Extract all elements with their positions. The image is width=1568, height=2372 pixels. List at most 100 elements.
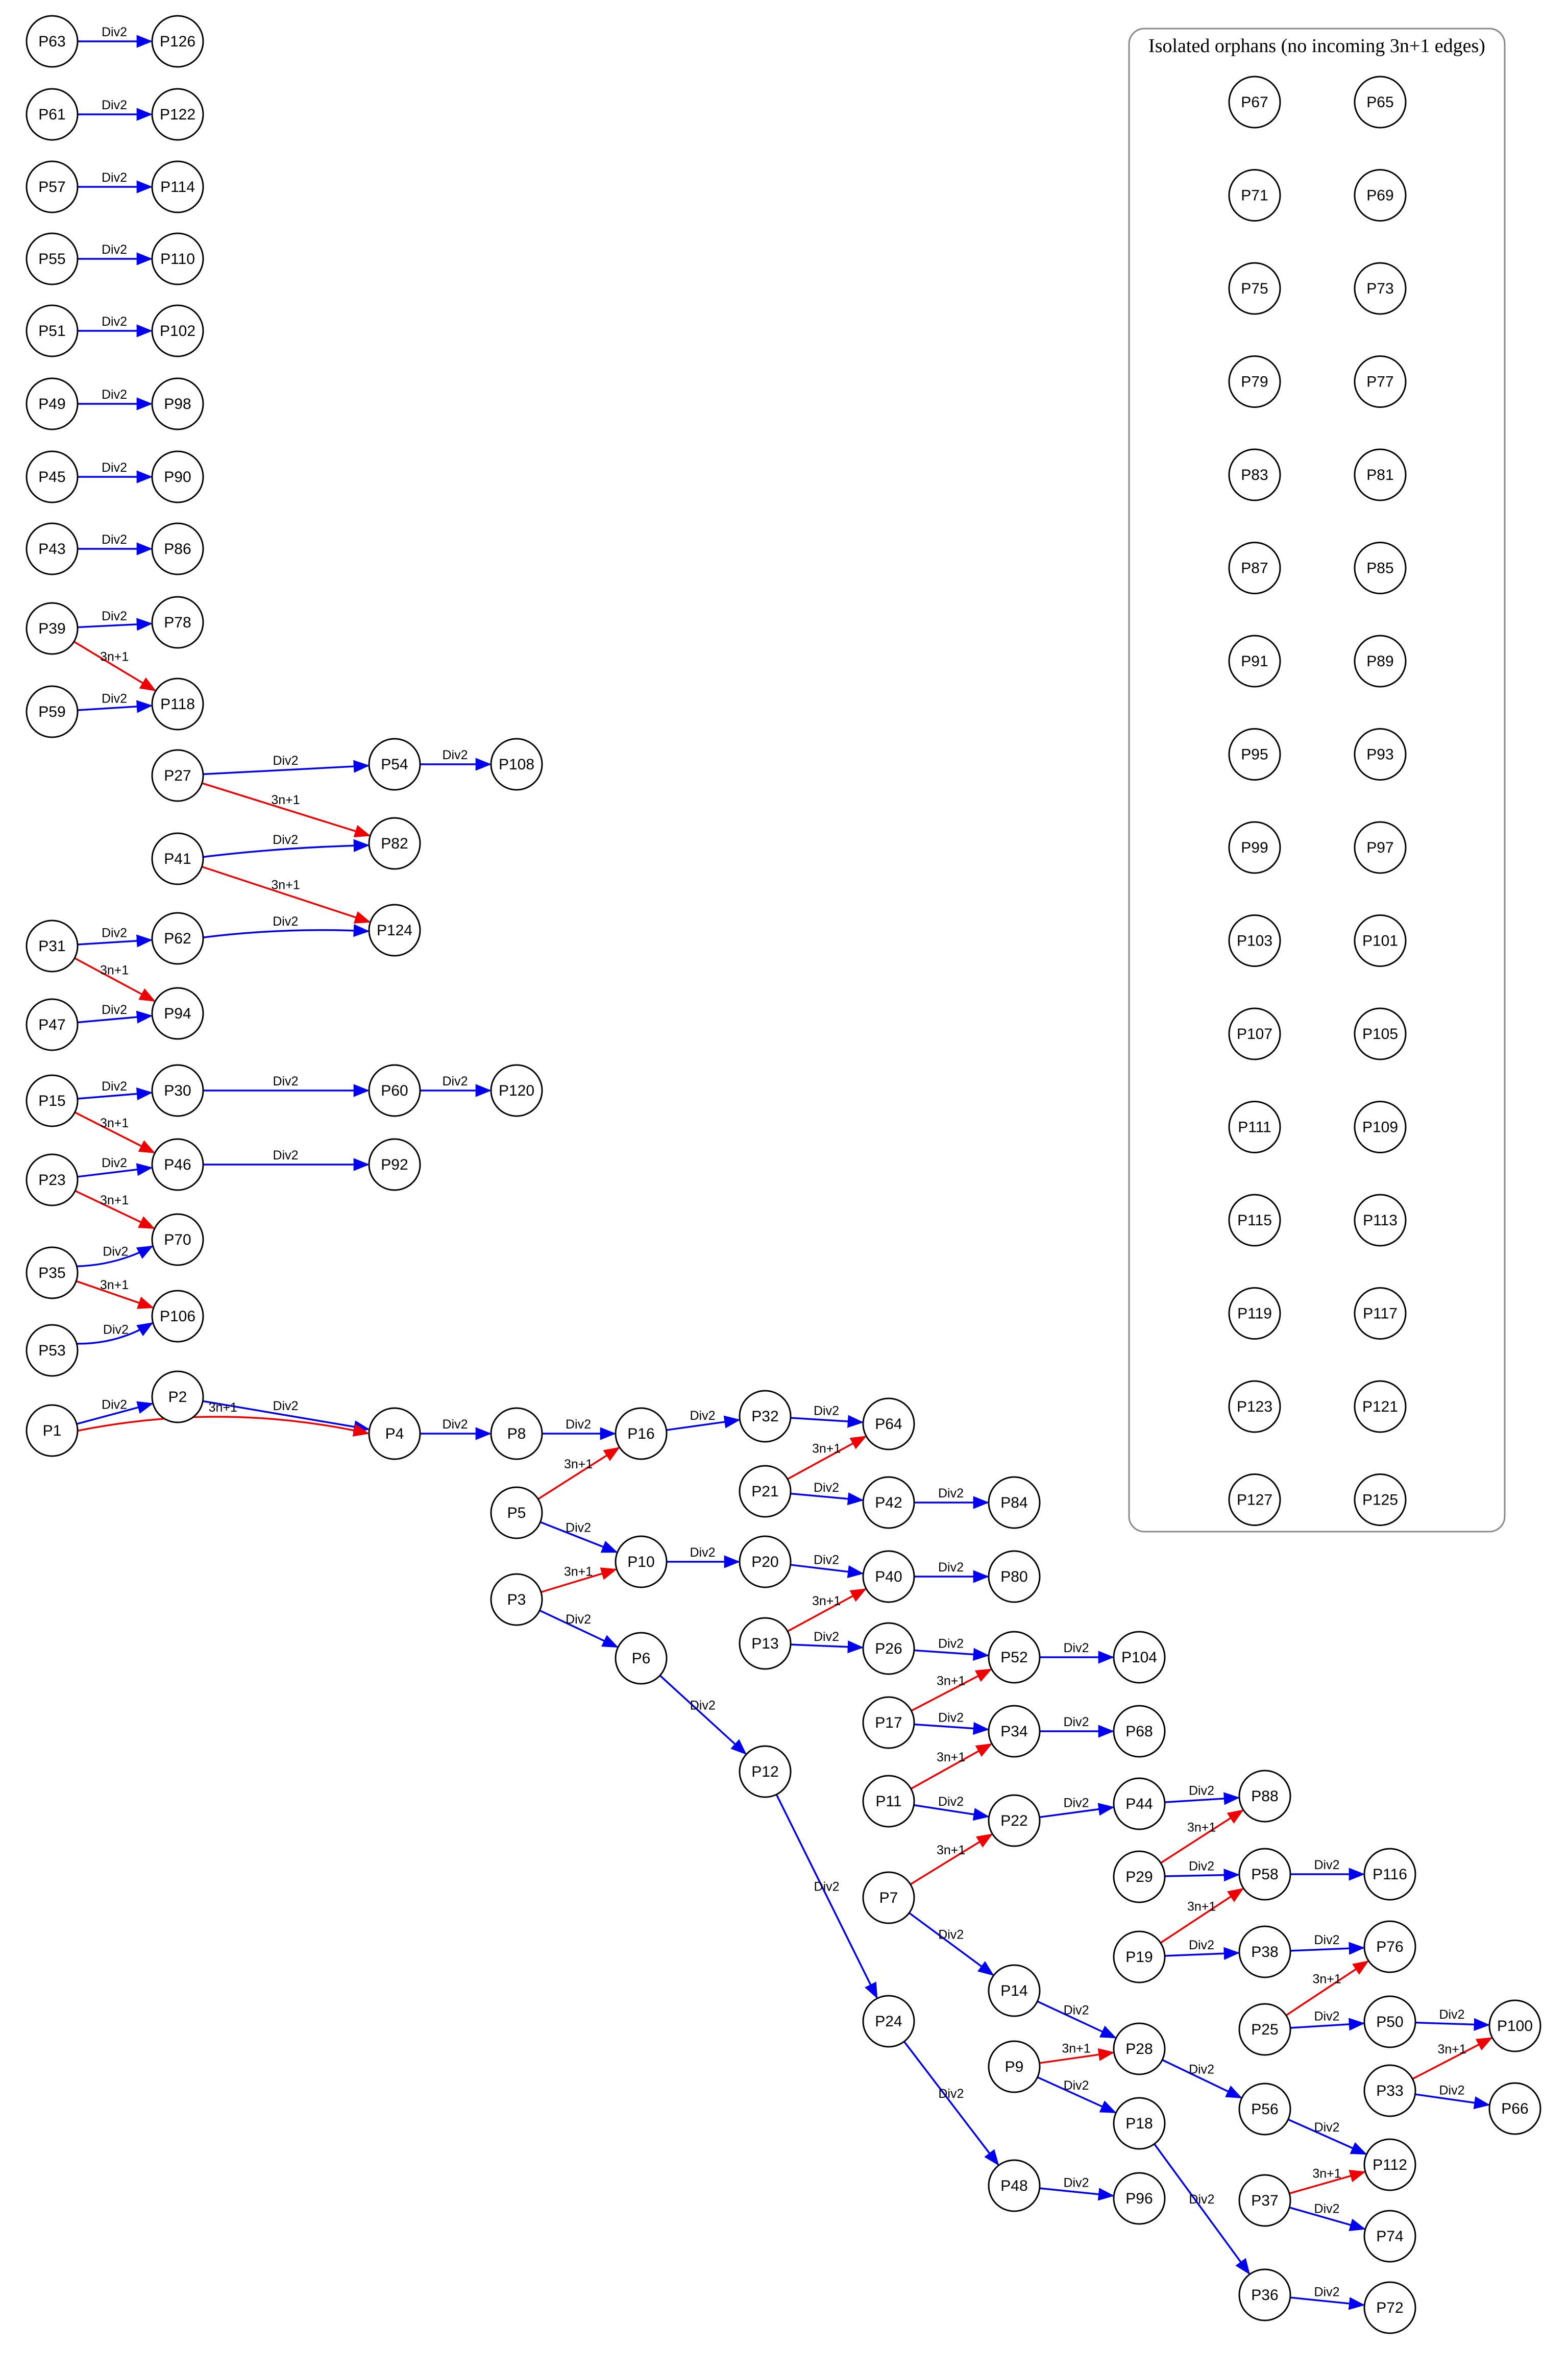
edge-label: Div2 xyxy=(1189,2192,1214,2207)
edge-label: Div2 xyxy=(690,1545,715,1560)
edge-p6-p12: Div2 xyxy=(659,1675,747,1755)
node-circle xyxy=(1113,1850,1166,1903)
edge-label: Div2 xyxy=(442,1417,468,1432)
node-label: P11 xyxy=(875,1793,901,1810)
node-p9: P9 xyxy=(988,2040,1041,2093)
node-circle xyxy=(1354,76,1407,129)
edge-line xyxy=(910,1743,993,1790)
node-circle xyxy=(1113,1705,1166,1758)
node-circle xyxy=(739,1390,792,1443)
edge-label: Div2 xyxy=(814,1481,839,1495)
edge-p27-p82: 3n+1 xyxy=(202,782,371,838)
node-p82: P82 xyxy=(368,817,421,870)
edge-line xyxy=(75,1190,155,1229)
node-p45: P45 xyxy=(26,450,79,503)
node-label: P29 xyxy=(1125,1869,1153,1885)
node-p34: P34 xyxy=(988,1705,1041,1758)
node-circle xyxy=(151,1138,204,1191)
edge-label: Div2 xyxy=(1189,1938,1214,1952)
node-circle xyxy=(862,1550,915,1603)
edge-line xyxy=(1290,2296,1365,2310)
node-p69: P69 xyxy=(1354,169,1407,222)
node-label: P117 xyxy=(1363,1305,1398,1322)
edge-p35-p106: 3n+1 xyxy=(76,1278,154,1309)
node-circle xyxy=(1354,448,1407,501)
edge-label: 3n+1 xyxy=(1187,1900,1216,1914)
cluster-title: Isolated orphans (no incoming 3n+1 edges… xyxy=(1148,35,1485,57)
edge-p9-p18: Div2 xyxy=(1037,2076,1117,2114)
node-p119: P119 xyxy=(1228,1287,1281,1340)
node-label: P91 xyxy=(1241,653,1268,670)
node-label: P98 xyxy=(164,396,191,413)
node-circle xyxy=(1113,1631,1166,1684)
edge-p19-p58: 3n+1 xyxy=(1160,1887,1244,1944)
node-label: P65 xyxy=(1366,94,1393,111)
node-circle xyxy=(151,677,204,731)
node-circle xyxy=(368,904,421,957)
node-circle xyxy=(151,832,204,885)
node-p115: P115 xyxy=(1228,1194,1281,1247)
node-circle xyxy=(1488,2082,1541,2135)
edge-line xyxy=(1039,2187,1115,2201)
node-circle xyxy=(1354,1007,1407,1060)
node-circle xyxy=(1354,1473,1407,1526)
node-p121: P121 xyxy=(1354,1380,1407,1433)
edge-p35-p70: Div2 xyxy=(77,1244,154,1267)
node-p104: P104 xyxy=(1113,1631,1166,1684)
edge-label: 3n+1 xyxy=(271,793,300,807)
edge-p39-p118: 3n+1 xyxy=(73,641,157,691)
node-circle xyxy=(151,596,204,649)
edge-p32-p64: Div2 xyxy=(790,1403,864,1428)
node-label: P59 xyxy=(38,704,65,720)
node-p96: P96 xyxy=(1113,2172,1166,2225)
edge-p5-p16: 3n+1 xyxy=(537,1447,620,1500)
edge-p13-p26: Div2 xyxy=(790,1630,864,1654)
node-circle xyxy=(1363,1848,1416,1901)
node-label: P64 xyxy=(875,1416,902,1433)
edge-label: Div2 xyxy=(102,1156,127,1170)
edge-p7-p22: 3n+1 xyxy=(910,1833,993,1885)
node-label: P30 xyxy=(164,1082,191,1099)
edge-p44-p88: Div2 xyxy=(1164,1784,1240,1805)
edge-p37-p74: Div2 xyxy=(1289,2202,1366,2232)
edge-line xyxy=(909,1912,994,1976)
edge-label: Div2 xyxy=(1314,2120,1340,2135)
node-label: P127 xyxy=(1237,1492,1272,1509)
edge-line xyxy=(537,1447,620,1500)
node-circle xyxy=(368,738,421,791)
node-circle xyxy=(1354,262,1407,315)
node-p85: P85 xyxy=(1354,542,1407,594)
node-circle xyxy=(1228,635,1281,688)
node-p95: P95 xyxy=(1228,728,1281,781)
node-label: P84 xyxy=(1000,1494,1027,1511)
node-p5: P5 xyxy=(490,1486,543,1539)
node-circle xyxy=(151,232,204,285)
edge-p21-p42: Div2 xyxy=(790,1481,864,1506)
edge-p57-p114: Div2 xyxy=(78,171,153,193)
edge-label: Div2 xyxy=(102,25,127,39)
node-label: P85 xyxy=(1366,560,1393,577)
node-circle xyxy=(739,1465,792,1518)
edge-line xyxy=(203,1400,370,1433)
node-p41: P41 xyxy=(151,832,204,885)
edge-line xyxy=(201,865,371,924)
edge-p47-p94: Div2 xyxy=(77,1003,153,1024)
node-p52: P52 xyxy=(988,1631,1041,1684)
edge-p7-p14: Div2 xyxy=(909,1912,994,1976)
node-p71: P71 xyxy=(1228,169,1281,222)
node-p31: P31 xyxy=(26,919,79,973)
edge-p10-p20: Div2 xyxy=(667,1545,741,1568)
edge-label: Div2 xyxy=(938,1636,964,1651)
node-p23: P23 xyxy=(26,1153,79,1206)
node-circle xyxy=(26,685,79,738)
edge-label: 3n+1 xyxy=(937,1674,965,1688)
edge-line xyxy=(1287,2118,1367,2155)
edge-label: Div2 xyxy=(814,1403,839,1418)
edge-p15-p30: Div2 xyxy=(77,1079,153,1101)
node-label: P118 xyxy=(160,696,195,713)
edge-line xyxy=(914,1804,990,1821)
node-circle xyxy=(739,1535,792,1588)
edge-line xyxy=(203,839,370,858)
edge-p9-p28: 3n+1 xyxy=(1039,2042,1115,2064)
node-label: P103 xyxy=(1237,933,1272,950)
